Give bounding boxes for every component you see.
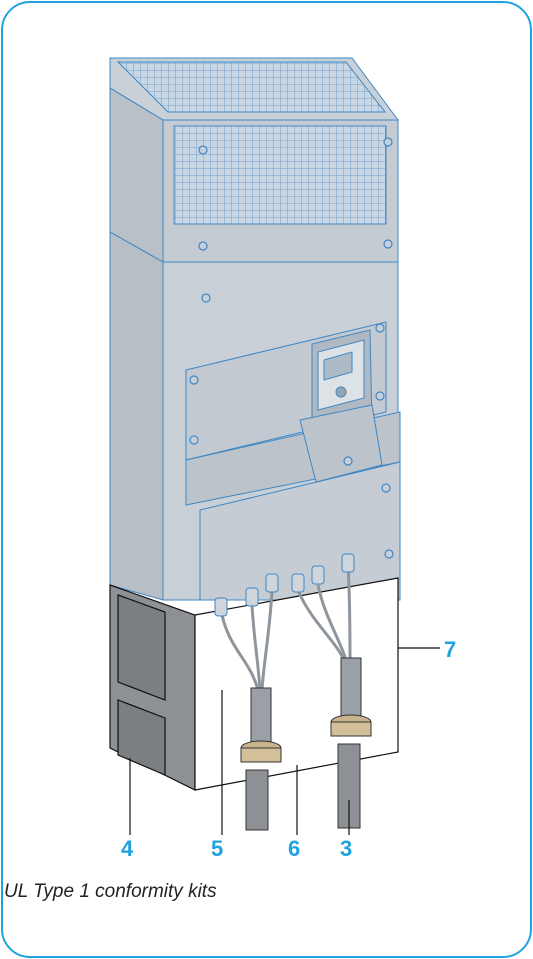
drive-cabinet (109, 57, 401, 601)
power-cables (220, 564, 352, 691)
callout-5: 5 (211, 836, 224, 861)
callout-4: 4 (121, 836, 134, 861)
callout-7: 7 (444, 637, 457, 662)
figure-caption: UL Type 1 conformity kits (4, 881, 217, 902)
cable-bundles (240, 657, 372, 831)
callout-3: 3 (340, 836, 353, 861)
conformity-kit-box (109, 577, 399, 791)
callout-6: 6 (288, 836, 301, 861)
leader-lines (129, 647, 440, 835)
cable-lugs (214, 553, 355, 617)
